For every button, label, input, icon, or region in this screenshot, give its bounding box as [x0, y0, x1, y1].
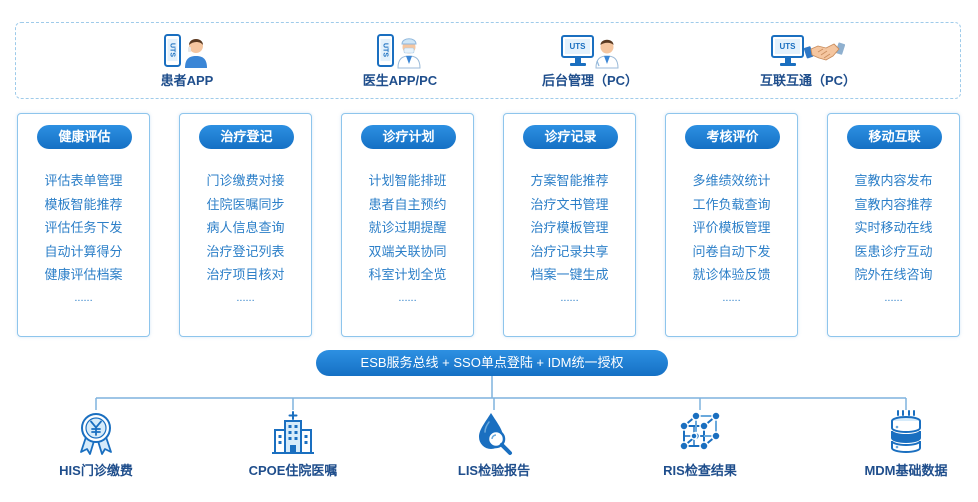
module-more-ellipsis: ......	[884, 291, 903, 304]
phone-patient-icon: UTS	[107, 33, 267, 69]
module-feature-list: 计划智能排班 患者自主预约 就诊过期提醒 双端关联协同 科室计划全览 .....…	[342, 169, 473, 310]
client-patient-app-label: 患者APP	[160, 73, 214, 88]
client-doctor-app: UTS 医生APP/PC	[320, 33, 480, 90]
client-admin-pc-label: 后台管理（PC）	[541, 73, 639, 88]
system-mdm-label: MDM基础数据	[864, 463, 948, 478]
module-card-treatment-record: 诊疗记录 方案智能推荐 治疗文书管理 治疗模板管理 治疗记录共享 档案一键生成 …	[503, 113, 636, 337]
module-feature: 治疗记录共享	[530, 243, 609, 259]
module-more-ellipsis: ......	[236, 291, 255, 304]
system-ris-label: RIS检查结果	[663, 463, 737, 478]
system-lis-label: LIS检验报告	[457, 463, 531, 478]
module-feature: 计划智能排班	[368, 173, 447, 188]
module-more-ellipsis: ......	[722, 291, 741, 304]
hospital-building-icon	[223, 408, 363, 456]
module-card-evaluation: 考核评价 多维绩效统计 工作负载查询 评价模板管理 问卷自动下发 就诊体验反馈 …	[665, 113, 798, 337]
module-feature: 实时移动在线	[854, 220, 933, 235]
phone-doctor-icon: UTS	[320, 33, 480, 69]
module-feature: 评估表单管理	[44, 173, 123, 188]
module-title: 健康评估	[37, 125, 132, 149]
module-feature: 自动计算得分	[44, 243, 123, 259]
system-lis: LIS检验报告	[424, 408, 564, 480]
module-feature: 院外在线咨询	[854, 267, 933, 282]
client-doctor-app-label: 医生APP/PC	[362, 73, 438, 88]
client-admin-pc: UTS 后台管理（PC）	[510, 33, 670, 90]
client-interop-pc-label: 互联互通（PC）	[759, 73, 857, 88]
uts-logo-text: UTS	[780, 42, 797, 51]
module-feature-list: 评估表单管理 模板智能推荐 评估任务下发 自动计算得分 健康评估档案 .....…	[18, 169, 149, 310]
module-feature: 宣教内容推荐	[854, 196, 933, 212]
module-title: 诊疗计划	[361, 125, 456, 149]
module-feature: 治疗文书管理	[530, 196, 609, 212]
module-feature: 评价模板管理	[692, 220, 771, 235]
module-feature: 治疗项目核对	[206, 267, 285, 282]
uts-logo-text: UTS	[382, 43, 389, 57]
module-card-treatment-registration: 治疗登记 门诊缴费对接 住院医嘱同步 病人信息查询 治疗登记列表 治疗项目核对 …	[179, 113, 312, 337]
uts-logo-text: UTS	[570, 42, 587, 51]
system-cpoe: CPOE住院医嘱	[223, 408, 363, 480]
system-his-label: HIS门诊缴费	[59, 463, 133, 478]
lab-drop-magnifier-icon	[424, 408, 564, 456]
database-stack-icon	[836, 408, 976, 456]
system-cpoe-label: CPOE住院医嘱	[248, 463, 338, 478]
module-feature: 评估任务下发	[44, 220, 123, 235]
module-feature: 宣教内容发布	[854, 173, 933, 188]
system-his: HIS门诊缴费	[26, 408, 166, 480]
yuan-badge-icon	[26, 408, 166, 456]
module-feature: 住院医嘱同步	[206, 196, 285, 212]
module-feature: 就诊体验反馈	[692, 267, 771, 282]
module-card-mobile-interconnect: 移动互联 宣教内容发布 宣教内容推荐 实时移动在线 医患诊疗互动 院外在线咨询 …	[827, 113, 960, 337]
module-title: 移动互联	[847, 125, 942, 149]
module-feature: 问卷自动下发	[692, 243, 771, 259]
module-feature-list: 多维绩效统计 工作负载查询 评价模板管理 问卷自动下发 就诊体验反馈 .....…	[666, 169, 797, 310]
module-feature: 方案智能推荐	[530, 173, 609, 188]
module-feature: 工作负载查询	[692, 196, 771, 212]
client-interop-pc: UTS 互联互通（PC）	[728, 33, 888, 90]
uts-logo-text: UTS	[169, 43, 176, 57]
module-feature-list: 宣教内容发布 宣教内容推荐 实时移动在线 医患诊疗互动 院外在线咨询 .....…	[828, 169, 959, 310]
module-feature: 门诊缴费对接	[206, 173, 285, 188]
module-feature: 病人信息查询	[206, 220, 285, 235]
module-feature: 双端关联协同	[368, 243, 447, 259]
module-feature: 档案一键生成	[530, 267, 609, 282]
module-feature: 医患诊疗互动	[854, 243, 933, 259]
client-patient-app: UTS 患者APP	[107, 33, 267, 90]
module-feature: 患者自主预约	[368, 196, 447, 212]
module-title: 考核评价	[685, 125, 780, 149]
module-title: 诊疗记录	[523, 125, 618, 149]
module-more-ellipsis: ......	[560, 291, 579, 304]
network-cube-icon	[630, 408, 770, 456]
module-feature-list: 方案智能推荐 治疗文书管理 治疗模板管理 治疗记录共享 档案一键生成 .....…	[504, 169, 635, 310]
monitor-handshake-icon: UTS	[728, 33, 888, 69]
system-ris: RIS检查结果	[630, 408, 770, 480]
service-bus-bar: ESB服务总线 + SSO单点登陆 + IDM统一授权	[316, 350, 668, 376]
module-feature: 健康评估档案	[44, 267, 123, 282]
module-feature: 多维绩效统计	[692, 173, 771, 188]
module-feature: 模板智能推荐	[44, 196, 123, 212]
module-more-ellipsis: ......	[74, 291, 93, 304]
client-access-panel	[15, 22, 961, 99]
module-title: 治疗登记	[199, 125, 294, 149]
module-card-treatment-plan: 诊疗计划 计划智能排班 患者自主预约 就诊过期提醒 双端关联协同 科室计划全览 …	[341, 113, 474, 337]
module-feature: 治疗模板管理	[530, 220, 609, 235]
system-mdm: MDM基础数据	[836, 408, 976, 480]
module-card-health-assessment: 健康评估 评估表单管理 模板智能推荐 评估任务下发 自动计算得分 健康评估档案 …	[17, 113, 150, 337]
module-feature-list: 门诊缴费对接 住院医嘱同步 病人信息查询 治疗登记列表 治疗项目核对 .....…	[180, 169, 311, 310]
module-feature: 科室计划全览	[368, 267, 447, 282]
module-feature: 就诊过期提醒	[368, 220, 447, 235]
module-feature: 治疗登记列表	[206, 243, 285, 259]
module-more-ellipsis: ......	[398, 291, 417, 304]
monitor-doctor-icon: UTS	[510, 33, 670, 69]
